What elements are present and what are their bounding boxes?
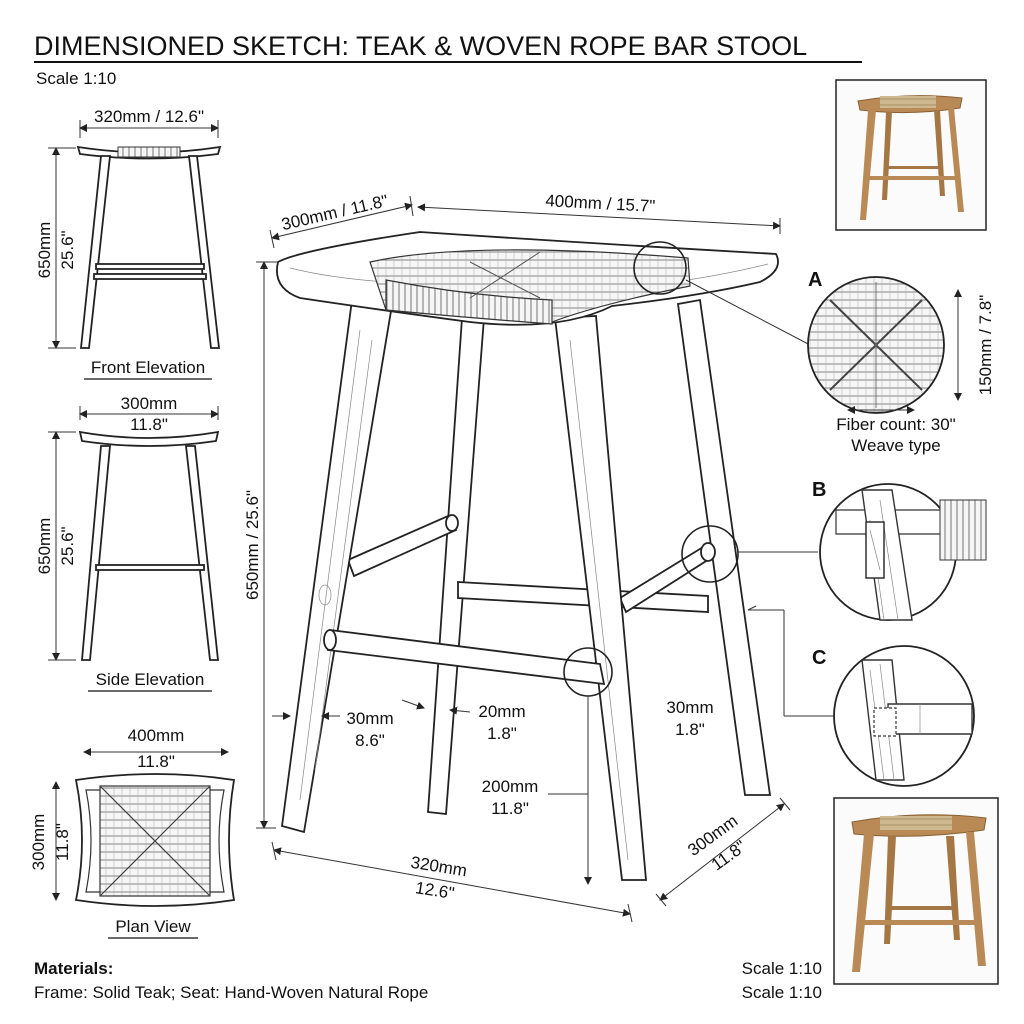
product-photo-top <box>835 79 987 231</box>
main-height-label: 650mm / 25.6" <box>243 490 262 600</box>
rung-height-in: 11.8" <box>491 799 529 818</box>
scale-label-bottom-2: Scale 1:10 <box>742 983 822 1002</box>
detail-b: B <box>812 479 987 621</box>
side-height-mm: 650mm <box>35 518 54 575</box>
leg-b-in: 1.8" <box>487 724 517 743</box>
plan-view-label: Plan View <box>115 917 191 936</box>
main-width-label: 400mm / 15.7" <box>545 191 656 216</box>
main-depth-label: 300mm / 11.8" <box>280 191 390 234</box>
detail-b-letter: B <box>812 479 826 501</box>
materials-line: Frame: Solid Teak; Seat: Hand-Woven Natu… <box>34 983 428 1002</box>
plan-depth-mm: 300mm <box>29 814 48 871</box>
leg-a-in: 8.6" <box>355 731 385 750</box>
side-width-in: 11.8" <box>130 415 168 434</box>
detail-a-height: 150mm / 7.8" <box>976 295 995 396</box>
page-title: DIMENSIONED SKETCH: TEAK & WOVEN ROPE BA… <box>34 31 807 61</box>
leg-c-mm: 30mm <box>666 698 713 717</box>
product-photo-bottom <box>833 797 999 985</box>
detail-a-caption-2: Weave type <box>851 436 940 455</box>
front-height-in: 25.6" <box>58 230 77 269</box>
side-elevation: 300mm 11.8" 650mm 25.6" Side Elevation <box>35 394 220 692</box>
side-elevation-label: Side Elevation <box>96 670 205 689</box>
detail-a: A 150mm / 7.8" Fiber count: 30" Weave ty… <box>807 269 995 455</box>
main-perspective-view: 300mm / 11.8" 400mm / 15.7" <box>243 191 818 923</box>
plan-width-mm: 400mm <box>128 726 185 745</box>
side-width-mm: 300mm <box>121 394 178 413</box>
detail-a-caption-1: Fiber count: 30" <box>836 415 955 434</box>
detail-c: C <box>747 605 975 787</box>
leg-a-mm: 30mm <box>346 709 393 728</box>
detail-c-letter: C <box>812 647 826 669</box>
materials-heading: Materials: <box>34 959 113 978</box>
front-elevation-label: Front Elevation <box>91 358 205 377</box>
scale-label-bottom-1: Scale 1:10 <box>742 959 822 978</box>
detail-a-letter: A <box>808 269 822 291</box>
leg-c-in: 1.8" <box>675 720 705 739</box>
plan-view: 400mm 11.8" 300mm 11.8" Plan View <box>29 726 236 939</box>
plan-depth-in: 11.8" <box>53 823 72 861</box>
rung-height-mm: 200mm <box>482 777 539 796</box>
scale-label-top: Scale 1:10 <box>36 69 116 88</box>
leg-b-mm: 20mm <box>478 702 525 721</box>
front-height-mm: 650mm <box>35 222 54 279</box>
side-height-in: 25.6" <box>58 526 77 565</box>
front-elevation: 320mm / 12.6" 650mm 25.6" Front Elevatio… <box>35 107 222 380</box>
plan-width-in: 11.8" <box>137 752 175 771</box>
front-width-label: 320mm / 12.6" <box>94 107 204 126</box>
